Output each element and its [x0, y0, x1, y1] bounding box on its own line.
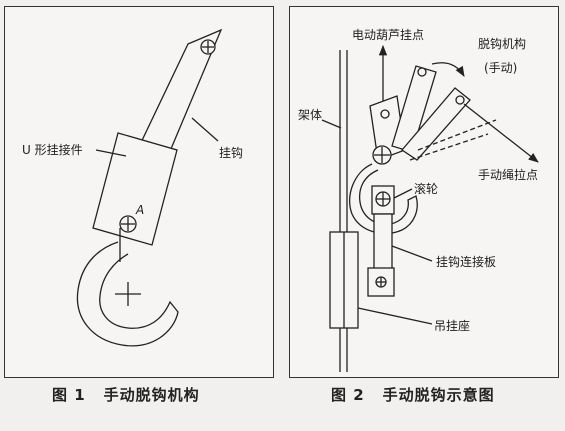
label-rope-point: 手动绳拉点	[478, 167, 538, 182]
figure2-caption: 图 2 手动脱钩示意图	[331, 384, 495, 405]
figure2-drawing: 电动葫芦挂点 脱钩机构 (手动) 架体 手动绳拉点 滚轮 挂钩连接板 吊挂座	[298, 28, 539, 372]
figure2-caption-number: 图 2	[331, 386, 365, 404]
label-release-mech: 脱钩机构	[478, 36, 526, 51]
hook-body	[76, 241, 179, 347]
label-hanger-base: 吊挂座	[434, 318, 470, 333]
label-roller: 滚轮	[414, 181, 438, 196]
hook-plate-rect	[373, 213, 393, 275]
label-hoist-point: 电动葫芦挂点	[352, 28, 424, 42]
figure1-drawing: U 形挂接件 挂钩 A	[22, 28, 243, 347]
figure1-caption: 图 1 手动脱钩机构	[52, 384, 200, 405]
figure2-caption-text: 手动脱钩示意图	[382, 386, 495, 404]
label-manual: (手动)	[484, 61, 517, 75]
label-hook-plate: 挂钩连接板	[436, 254, 496, 269]
figure1-caption-text: 手动脱钩机构	[103, 386, 200, 404]
label-u-connector: U 形挂接件	[22, 142, 83, 157]
release-lever-2	[401, 87, 471, 161]
figure1-caption-number: 图 1	[52, 386, 86, 404]
rope-arrow	[463, 103, 539, 163]
rotation-arrow	[431, 62, 465, 77]
hook-curve	[348, 163, 418, 235]
u-connector	[92, 132, 178, 246]
label-point-a: A	[135, 203, 144, 217]
label-frame: 架体	[298, 108, 322, 122]
label-hook: 挂钩	[219, 146, 243, 160]
